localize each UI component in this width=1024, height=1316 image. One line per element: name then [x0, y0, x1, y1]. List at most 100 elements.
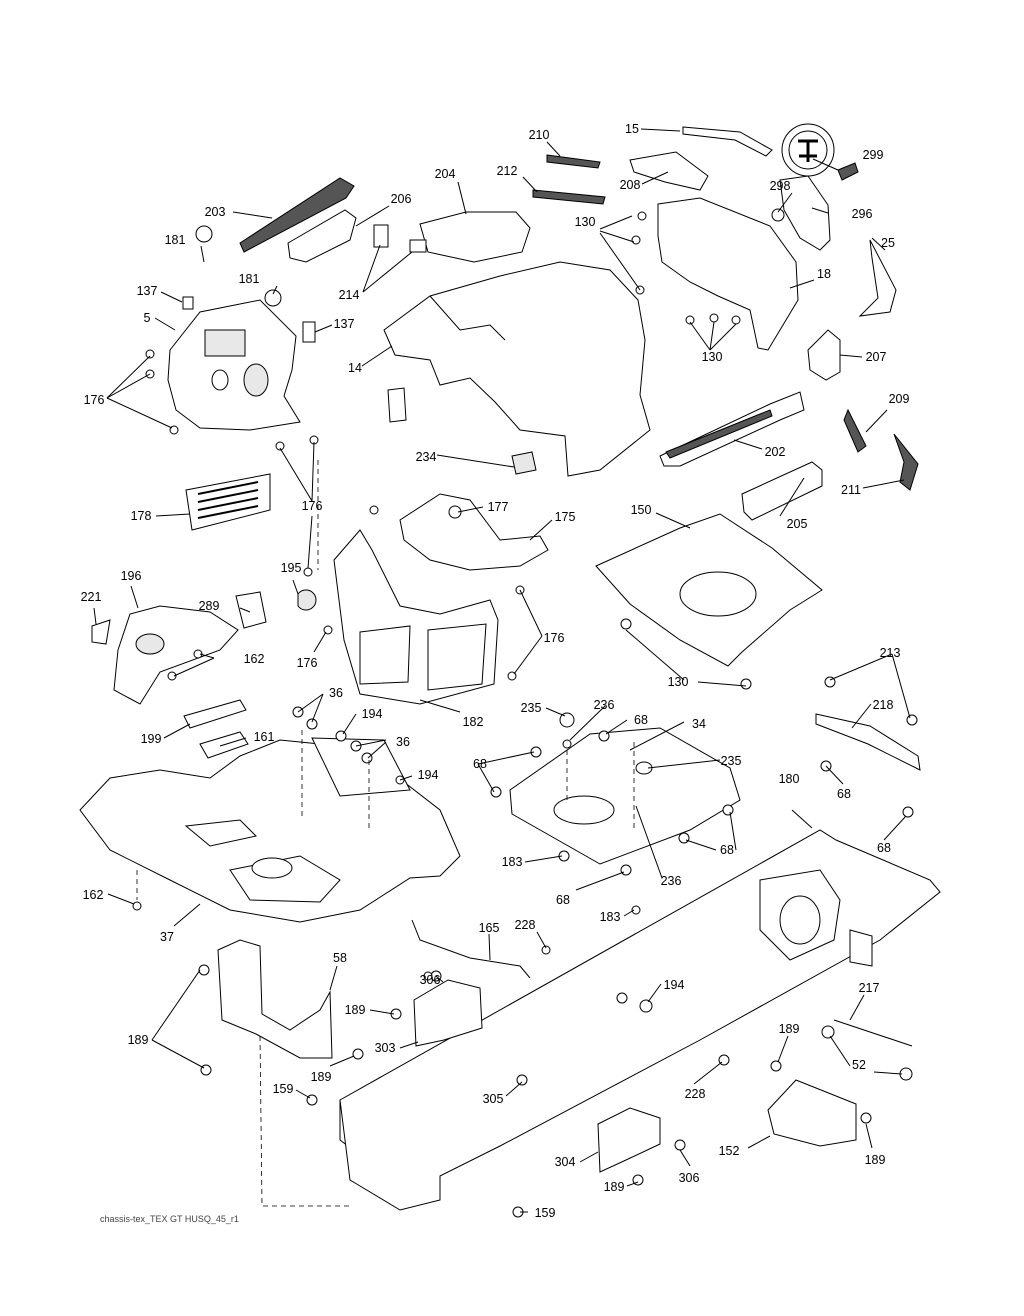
- callout-299: 299: [863, 148, 884, 162]
- callout-68c: 68: [837, 787, 851, 801]
- callout-176a: 176: [84, 393, 105, 407]
- part-218: [815, 713, 921, 771]
- callout-68b: 68: [473, 757, 487, 771]
- callout-152: 152: [719, 1144, 740, 1158]
- part-137a: [182, 296, 194, 310]
- callout-178: 178: [131, 509, 152, 523]
- part-221: [91, 619, 111, 645]
- callout-213: 213: [880, 646, 901, 660]
- part-203: [239, 177, 355, 253]
- callout-194a: 194: [362, 707, 383, 721]
- callout-176b: 176: [302, 499, 323, 513]
- callout-36a: 36: [329, 686, 343, 700]
- part-195: [297, 589, 317, 611]
- part-211: [893, 433, 919, 491]
- callout-34: 34: [692, 717, 706, 731]
- callout-304: 304: [555, 1155, 576, 1169]
- callout-202: 202: [765, 445, 786, 459]
- part-208: [629, 151, 709, 191]
- callout-150: 150: [631, 503, 652, 517]
- callout-234: 234: [416, 450, 437, 464]
- callout-18: 18: [817, 267, 831, 281]
- part-181a: [195, 225, 213, 243]
- part-298: [771, 208, 785, 222]
- husqvarna-logo: [781, 123, 835, 177]
- callout-236a: 236: [594, 698, 615, 712]
- part-18: [657, 197, 799, 351]
- diagram-caption: chassis-tex_TEX GT HUSQ_45_r1: [100, 1214, 239, 1224]
- callout-306a: 306: [420, 973, 441, 987]
- callout-165: 165: [479, 921, 500, 935]
- callout-177: 177: [488, 500, 509, 514]
- callout-68f: 68: [877, 841, 891, 855]
- callout-130c: 130: [668, 675, 689, 689]
- callout-180: 180: [779, 772, 800, 786]
- callout-189b: 189: [128, 1033, 149, 1047]
- part-181b: [264, 289, 282, 307]
- callout-298: 298: [770, 179, 791, 193]
- callout-217: 217: [859, 981, 880, 995]
- callout-181b: 181: [239, 272, 260, 286]
- callout-15: 15: [625, 122, 639, 136]
- callout-228a: 228: [515, 918, 536, 932]
- callout-296: 296: [852, 207, 873, 221]
- callout-183b: 183: [600, 910, 621, 924]
- callout-36b: 36: [396, 735, 410, 749]
- callout-236b: 236: [661, 874, 682, 888]
- part-34: [509, 727, 741, 865]
- part-14: [383, 261, 651, 477]
- part-207: [807, 329, 841, 381]
- callout-183a: 183: [502, 855, 523, 869]
- part-204: [419, 211, 531, 263]
- callout-235a: 235: [521, 701, 542, 715]
- callout-14: 14: [348, 361, 362, 375]
- callout-206: 206: [391, 192, 412, 206]
- callout-189c: 189: [779, 1022, 800, 1036]
- callout-208: 208: [620, 178, 641, 192]
- part-165: [411, 919, 531, 979]
- part-58: [217, 939, 333, 1059]
- callout-68e: 68: [556, 893, 570, 907]
- callout-182: 182: [463, 715, 484, 729]
- callout-68a: 68: [634, 713, 648, 727]
- part-214a: [373, 224, 389, 248]
- callout-37: 37: [160, 930, 174, 944]
- part-289: [235, 591, 267, 629]
- callout-205: 205: [787, 517, 808, 531]
- callout-130a: 130: [575, 215, 596, 229]
- callout-130b: 130: [702, 350, 723, 364]
- part-152: [767, 1079, 857, 1147]
- callout-196: 196: [121, 569, 142, 583]
- callout-137b: 137: [334, 317, 355, 331]
- part-206: [287, 209, 357, 263]
- callout-181a: 181: [165, 233, 186, 247]
- part-303: [413, 979, 483, 1047]
- callout-199: 199: [141, 732, 162, 746]
- callout-204: 204: [435, 167, 456, 181]
- callout-210: 210: [529, 128, 550, 142]
- part-296: [779, 175, 831, 251]
- part-5: [167, 299, 301, 431]
- callout-218: 218: [873, 698, 894, 712]
- part-304: [597, 1107, 661, 1173]
- part-299: [837, 162, 859, 181]
- callout-161: 161: [254, 730, 275, 744]
- callout-194b: 194: [418, 768, 439, 782]
- callout-221: 221: [81, 590, 102, 604]
- callout-189f: 189: [604, 1180, 625, 1194]
- callout-235b: 235: [721, 754, 742, 768]
- part-196: [113, 605, 239, 705]
- part-212: [532, 189, 606, 205]
- part-234a: [387, 387, 407, 423]
- callout-303: 303: [375, 1041, 396, 1055]
- callout-189d: 189: [311, 1070, 332, 1084]
- part-199: [183, 699, 247, 729]
- callout-176c: 176: [544, 631, 565, 645]
- callout-212: 212: [497, 164, 518, 178]
- part-209: [843, 408, 867, 453]
- callout-25: 25: [881, 236, 895, 250]
- part-175: [399, 493, 549, 571]
- part-205: [741, 461, 823, 521]
- part-214b: [409, 239, 427, 253]
